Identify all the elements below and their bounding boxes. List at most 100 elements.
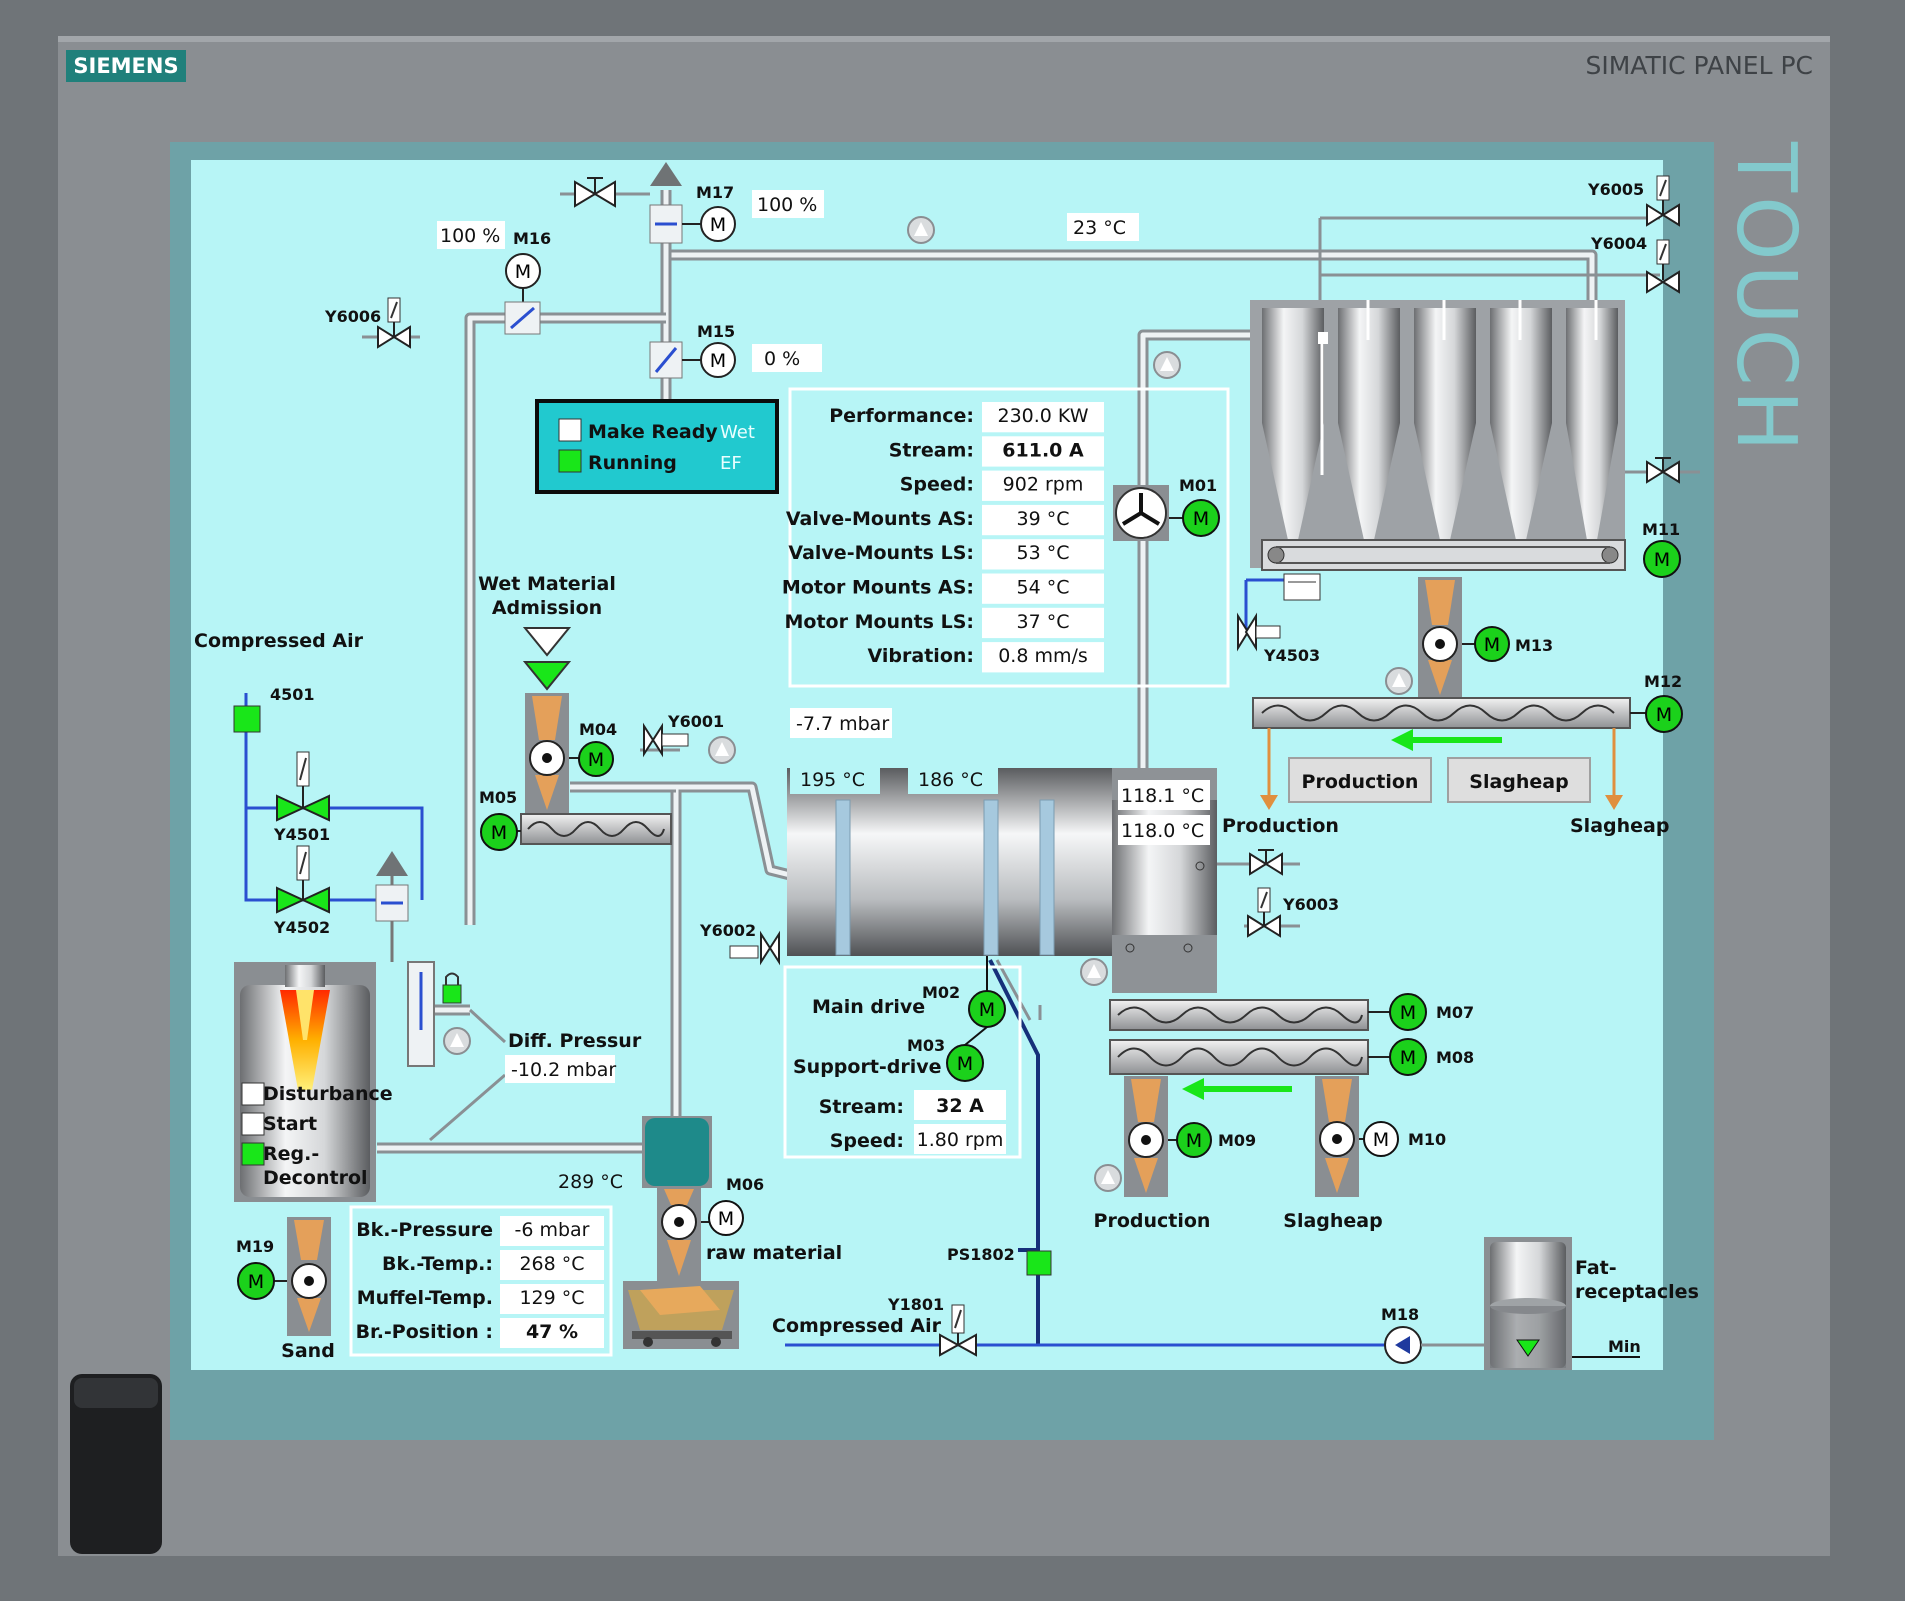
drive-stream-value: 32 A — [936, 1095, 984, 1117]
disturbance-indicator — [241, 1082, 265, 1106]
m18-tag: M18 — [1381, 1305, 1419, 1324]
temp-top: 23 °C — [1073, 217, 1126, 239]
m12-screw-conveyor[interactable]: M M12 — [1252, 672, 1683, 733]
m02-motor[interactable]: M02 M — [922, 956, 1006, 1028]
y4502-valve[interactable]: Y4502 — [273, 845, 330, 937]
svg-text:M: M — [979, 999, 995, 1021]
t289-box — [552, 1168, 642, 1196]
running-indicator — [558, 449, 582, 473]
m15-damper[interactable]: M15 M — [649, 322, 736, 379]
usb-cover-top — [74, 1378, 158, 1408]
m18-pump[interactable]: M18 — [1381, 1305, 1422, 1364]
performance-row-value: 611.0 A — [1002, 439, 1084, 461]
m12-motor-icon — [1645, 695, 1683, 733]
exhaust-cap-icon — [650, 162, 682, 186]
burner-row: Br.-Position :47 % — [356, 1318, 604, 1348]
valve-right-mid[interactable] — [1646, 457, 1680, 484]
m15-percent-box — [752, 344, 822, 372]
performance-row-value: 230.0 KW — [997, 405, 1088, 427]
admission-hopper-icon — [522, 627, 572, 657]
t118b-box — [1118, 815, 1210, 845]
y4501-tag: Y4501 — [273, 825, 330, 844]
slagheap-button[interactable]: Slagheap — [1447, 757, 1591, 803]
burner-row: Bk.-Temp.:268 °C — [382, 1250, 604, 1280]
m03-motor[interactable]: M03 M — [907, 1026, 988, 1082]
m07-screw-conveyor[interactable]: M M07 — [1109, 993, 1474, 1031]
m06-feeder[interactable]: M M06 — [657, 1175, 764, 1281]
y6002-valve[interactable]: Y6002 — [699, 921, 780, 966]
t118a-box — [1118, 780, 1210, 810]
ps1802-sensor[interactable]: PS1802 — [947, 1245, 1052, 1276]
flow-indicator-top — [907, 216, 935, 244]
valve-production-out[interactable] — [1249, 849, 1283, 876]
start-label: Start — [263, 1113, 317, 1135]
y1801-valve[interactable]: Y1801 — [887, 1295, 977, 1357]
svg-text:M: M — [1400, 1002, 1416, 1024]
m06-motor-icon — [708, 1200, 744, 1236]
m08-screw-conveyor[interactable]: M M08 — [1109, 1038, 1474, 1076]
svg-text:M: M — [1400, 1047, 1416, 1069]
reg-label: Reg.- — [263, 1143, 319, 1165]
disturbance-label: Disturbance — [263, 1083, 393, 1105]
min-label: Min — [1608, 1337, 1641, 1356]
m05-screw-conveyor[interactable]: M M05 — [479, 788, 672, 851]
m10-feeder[interactable]: M M10 — [1315, 1076, 1446, 1197]
s4501-indicator[interactable] — [233, 705, 261, 733]
m09-feeder[interactable]: M M09 — [1124, 1076, 1256, 1197]
lock-icon — [442, 984, 462, 1004]
reg-indicator — [241, 1142, 265, 1166]
ps1802-indicator — [1026, 1250, 1052, 1276]
performance-row-label: Valve-Mounts AS: — [786, 508, 974, 530]
usb-cover — [70, 1374, 162, 1554]
m13-feeder[interactable]: M M13 — [1418, 577, 1553, 698]
m01-fan[interactable]: M M01 — [1113, 476, 1220, 541]
m06-tag: M06 — [726, 1175, 764, 1194]
flow-indicator-y6001 — [708, 736, 736, 764]
m16-percent-box — [437, 221, 505, 249]
burner — [234, 962, 376, 1202]
m19-feeder[interactable]: M M19 — [236, 1217, 331, 1336]
performance-row-box — [982, 573, 1104, 604]
slagheap-button-label: Slagheap — [1469, 771, 1568, 793]
m17-percent-box — [752, 190, 824, 218]
y6006-valve[interactable]: Y6006 — [324, 297, 411, 349]
m15-motor-icon — [700, 342, 736, 378]
m04-feeder[interactable]: M M04 — [525, 693, 617, 814]
diff-pressure-label: Diff. Pressur — [508, 1030, 642, 1052]
make-ready-label: Make Ready — [588, 421, 718, 443]
performance-row: Motor Mounts LS:37 °C — [785, 607, 1104, 639]
make-ready-mode: Wet — [720, 422, 755, 443]
svg-text:M: M — [1186, 1130, 1202, 1152]
drive-speed-box — [914, 1124, 1006, 1154]
performance-row-value: 0.8 mm/s — [998, 645, 1088, 667]
start-indicator — [241, 1112, 265, 1136]
exhaust-cap-icon — [376, 851, 408, 876]
pipe-network — [377, 190, 1598, 1154]
svg-text:M: M — [248, 1271, 264, 1293]
y6005-valve[interactable]: Y6005 — [1587, 175, 1680, 227]
y6001-valve[interactable]: Y6001 — [643, 712, 724, 758]
m17-exhaust[interactable]: M M17 — [649, 162, 736, 244]
svg-text:M: M — [710, 214, 726, 236]
burner-row-value: 129 °C — [519, 1287, 584, 1309]
y4503-valve[interactable]: Y4503 — [1237, 573, 1321, 665]
flow-indicator-m09 — [1094, 1164, 1122, 1192]
y6003-valve[interactable]: Y6003 — [1247, 887, 1339, 938]
m11-motor[interactable]: M11 M — [1642, 520, 1681, 578]
chutes-right — [1260, 728, 1623, 810]
y6004-valve[interactable]: Y6004 — [1590, 234, 1680, 294]
m01-motor-icon — [1182, 499, 1220, 537]
production-button[interactable]: Production — [1288, 757, 1432, 803]
m07-motor-icon — [1389, 993, 1427, 1031]
y4501-valve[interactable]: Y4501 — [273, 751, 330, 844]
performance-row: Stream:611.0 A — [889, 436, 1104, 467]
svg-text:M: M — [1193, 508, 1209, 530]
t186-box — [908, 764, 998, 794]
m04-motor-icon — [578, 741, 614, 777]
valve-top-left[interactable] — [574, 177, 616, 208]
m16-damper[interactable]: M16 M — [504, 229, 551, 335]
svg-text:M: M — [1484, 634, 1500, 656]
performance-row-label: Performance: — [829, 405, 974, 427]
